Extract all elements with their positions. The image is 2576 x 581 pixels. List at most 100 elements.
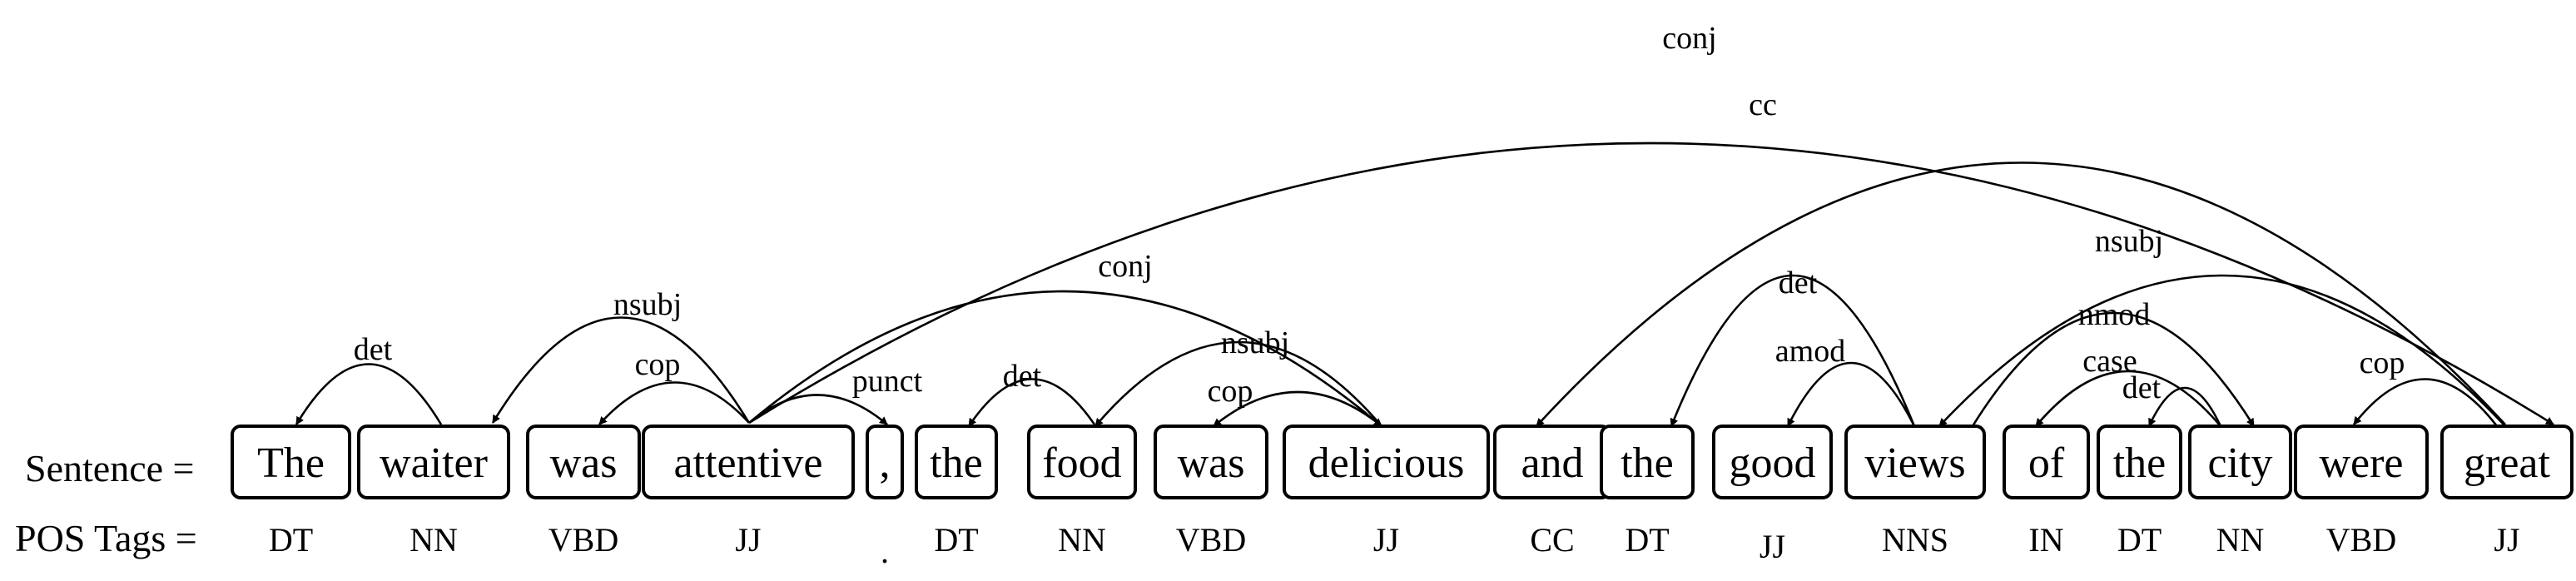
sentence-row-label: Sentence = — [25, 447, 194, 489]
arc-label: amod — [1775, 334, 1845, 369]
token-word: city — [2208, 439, 2273, 487]
token: great — [2440, 425, 2574, 499]
pos-tag: IN — [2028, 521, 2063, 559]
token: of — [2003, 425, 2090, 499]
token-word: and — [1521, 439, 1583, 487]
arc-label: det — [2122, 370, 2162, 405]
token: attentive — [642, 425, 855, 499]
token-word: The — [257, 439, 325, 487]
token: and — [1493, 425, 1611, 499]
dependency-arc — [491, 316, 751, 424]
arc-label: conj — [1098, 249, 1152, 284]
token-word: , — [880, 439, 891, 487]
pos-tag: JJ — [1760, 528, 1785, 565]
token-word: the — [930, 439, 983, 487]
token: city — [2188, 425, 2292, 499]
token: , — [866, 425, 904, 499]
pos-tag: NN — [2216, 521, 2265, 559]
pos-tag: DT — [2117, 521, 2162, 559]
pos-tag: NN — [1058, 521, 1106, 559]
token-word: the — [1621, 439, 1674, 487]
pos-tag: VBD — [1176, 521, 1246, 559]
pos-tag: DT — [934, 521, 978, 559]
token-box — [2188, 425, 2292, 499]
token: views — [1844, 425, 1986, 499]
token-box — [231, 425, 351, 499]
token-word: good — [1730, 439, 1816, 487]
dependency-arc — [748, 394, 888, 425]
token: the — [1600, 425, 1695, 499]
token: waiter — [357, 425, 510, 499]
arc-label: conj — [1662, 21, 1716, 56]
dependency-arc — [2035, 370, 2221, 427]
token-box — [2440, 425, 2574, 499]
pos-tag: . — [881, 533, 889, 570]
token-word: views — [1864, 439, 1965, 487]
arc-label: nsubj — [1221, 325, 1289, 360]
dependency-arc — [748, 290, 1382, 427]
pos-tag: CC — [1530, 521, 1574, 559]
arc-label: det — [354, 332, 393, 367]
dependency-arc — [1670, 274, 1916, 427]
token: the — [915, 425, 998, 499]
token-box — [915, 425, 998, 499]
token-row: The waiter was attentive, the food was deliciou… — [231, 425, 2574, 499]
dependency-arc — [1786, 361, 1916, 427]
token-word: attentive — [673, 439, 822, 487]
token-word: waiter — [380, 439, 488, 487]
arc-label: cop — [2360, 345, 2405, 380]
dependency-arc — [2147, 386, 2222, 427]
pos-tag: NN — [409, 521, 458, 559]
arc-label: det — [1003, 359, 1042, 394]
token: were — [2294, 425, 2429, 499]
dependency-arc — [598, 381, 750, 425]
token-word: were — [2319, 439, 2403, 487]
token-box — [2294, 425, 2429, 499]
token-word: great — [2464, 439, 2550, 487]
token-box — [1712, 425, 1833, 499]
token-box — [1283, 425, 1490, 499]
pos-tag: NNS — [1882, 521, 1948, 559]
dependency-arc — [1938, 274, 2506, 427]
pos-tag: JJ — [2494, 521, 2519, 559]
token: good — [1712, 425, 1833, 499]
token-box — [2003, 425, 2090, 499]
token-word: of — [2028, 439, 2065, 487]
token: delicious — [1283, 425, 1490, 499]
arc-label: case — [2082, 344, 2137, 379]
dependency-arc — [1094, 340, 1382, 427]
dependency-arc — [748, 142, 2554, 426]
token-box — [2097, 425, 2182, 499]
token: was — [526, 425, 641, 499]
token-box — [1600, 425, 1695, 499]
token-box — [526, 425, 641, 499]
token: The — [231, 425, 351, 499]
token-word: was — [1178, 439, 1245, 487]
token-word: was — [550, 439, 618, 487]
dependency-arc — [967, 378, 1096, 427]
token-box — [357, 425, 510, 499]
dependency-arc — [1536, 161, 2506, 427]
token-word: food — [1042, 439, 1121, 487]
pos-tag: JJ — [1373, 521, 1399, 559]
token-word: delicious — [1308, 439, 1465, 487]
pos-tag: VBD — [2326, 521, 2396, 559]
arc-label: cop — [1208, 374, 1253, 409]
arc-label: nsubj — [2095, 224, 2163, 259]
pos-tag: VBD — [548, 521, 618, 559]
arc-label: cc — [1749, 87, 1777, 122]
token-box — [1154, 425, 1268, 499]
pos-tag: JJ — [735, 521, 761, 559]
token: the — [2097, 425, 2182, 499]
dependency-arc — [1213, 390, 1382, 428]
dependency-arc — [295, 363, 443, 425]
arc-label: nsubj — [613, 287, 682, 322]
arc-label: det — [1779, 266, 1818, 300]
pos-row-label: POS Tags = — [15, 517, 197, 559]
token-box — [866, 425, 904, 499]
token-box — [642, 425, 855, 499]
arc-label: nmod — [2078, 297, 2151, 332]
